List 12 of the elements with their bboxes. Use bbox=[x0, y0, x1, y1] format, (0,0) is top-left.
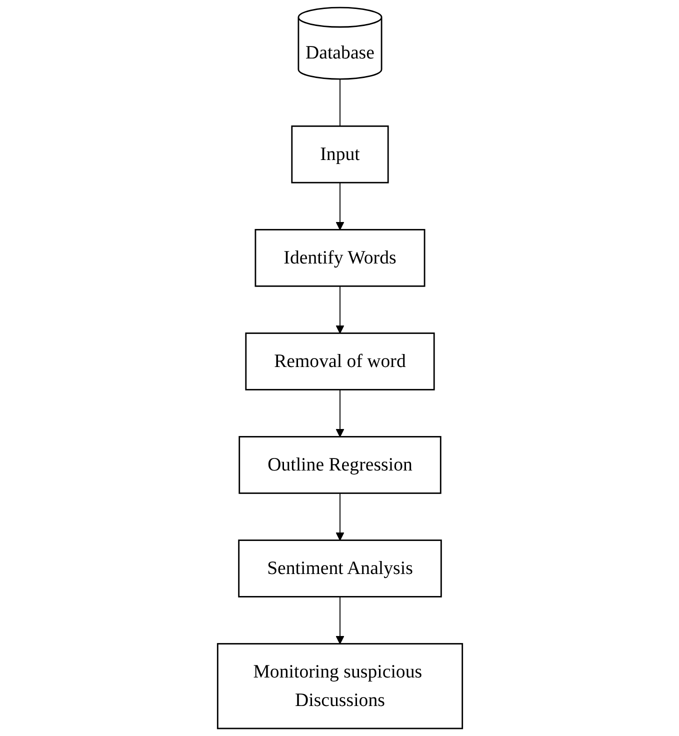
arrow bbox=[335, 492, 344, 541]
arrow bbox=[335, 182, 344, 230]
node-box: Sentiment Analysis bbox=[238, 540, 442, 598]
arrow bbox=[335, 286, 344, 334]
connector bbox=[339, 78, 340, 127]
node-box: Monitoring suspicious Discussions bbox=[216, 643, 463, 730]
arrow bbox=[335, 596, 344, 644]
node-box: Removal of word bbox=[244, 332, 434, 390]
node-box: Outline Regression bbox=[238, 436, 441, 494]
arrow bbox=[335, 389, 344, 438]
node-box: Input bbox=[290, 125, 388, 184]
node-box: Identify Words bbox=[254, 228, 425, 287]
